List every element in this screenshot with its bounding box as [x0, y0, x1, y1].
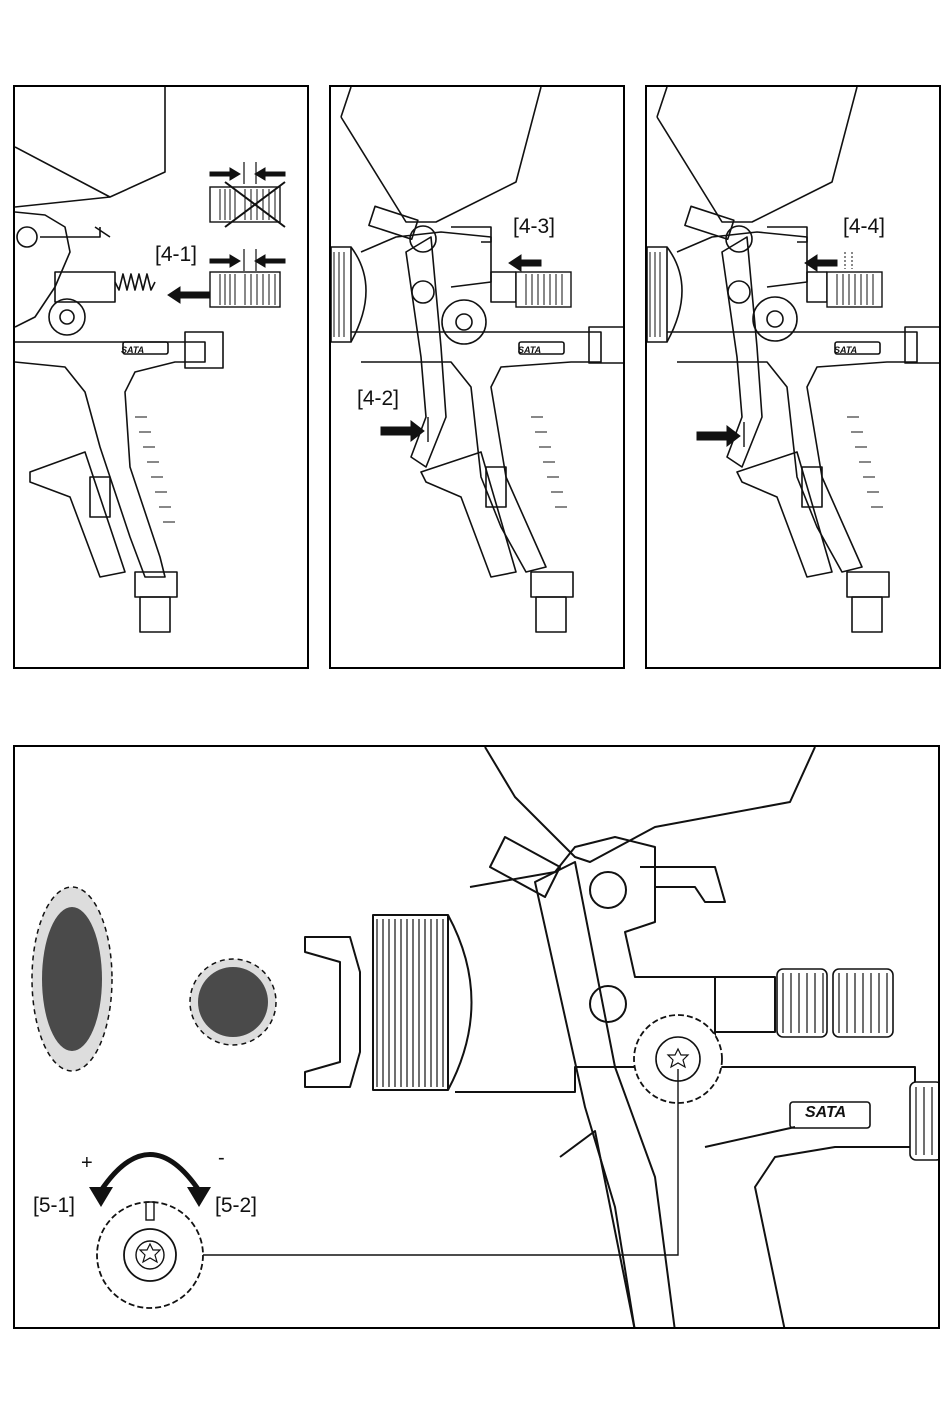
- panel-4-4: [4-4] SATA: [645, 85, 941, 669]
- panel-4-2-4-3: [4-3] [4-2] SATA: [329, 85, 625, 669]
- label-4-1: [4-1]: [155, 243, 197, 267]
- spray-gun-drawing: [15, 87, 309, 669]
- spray-adjust-drawing: [15, 747, 940, 1329]
- spray-pattern-round: [198, 967, 268, 1037]
- brand-logo: SATA: [834, 345, 857, 355]
- brand-logo: SATA: [805, 1104, 846, 1122]
- brand-logo: SATA: [518, 345, 541, 355]
- label-4-4: [4-4]: [843, 215, 885, 239]
- knob-detail: [97, 1202, 203, 1308]
- panel-5-detail: + - [5-1] [5-2] SATA: [13, 745, 940, 1329]
- label-5-1: [5-1]: [33, 1194, 75, 1218]
- spray-gun-drawing: [647, 87, 941, 669]
- label-5-2: [5-2]: [215, 1194, 257, 1218]
- panel-4-1: [4-1] SATA: [13, 85, 309, 669]
- label-4-2: [4-2]: [357, 387, 399, 411]
- rotate-arrow-icon: [100, 1155, 200, 1193]
- brand-logo: SATA: [121, 345, 144, 355]
- plus-sign: +: [81, 1152, 93, 1175]
- minus-sign: -: [218, 1147, 225, 1170]
- label-4-3: [4-3]: [513, 215, 555, 239]
- spray-pattern-oval: [42, 907, 102, 1051]
- spray-gun-drawing: [331, 87, 625, 669]
